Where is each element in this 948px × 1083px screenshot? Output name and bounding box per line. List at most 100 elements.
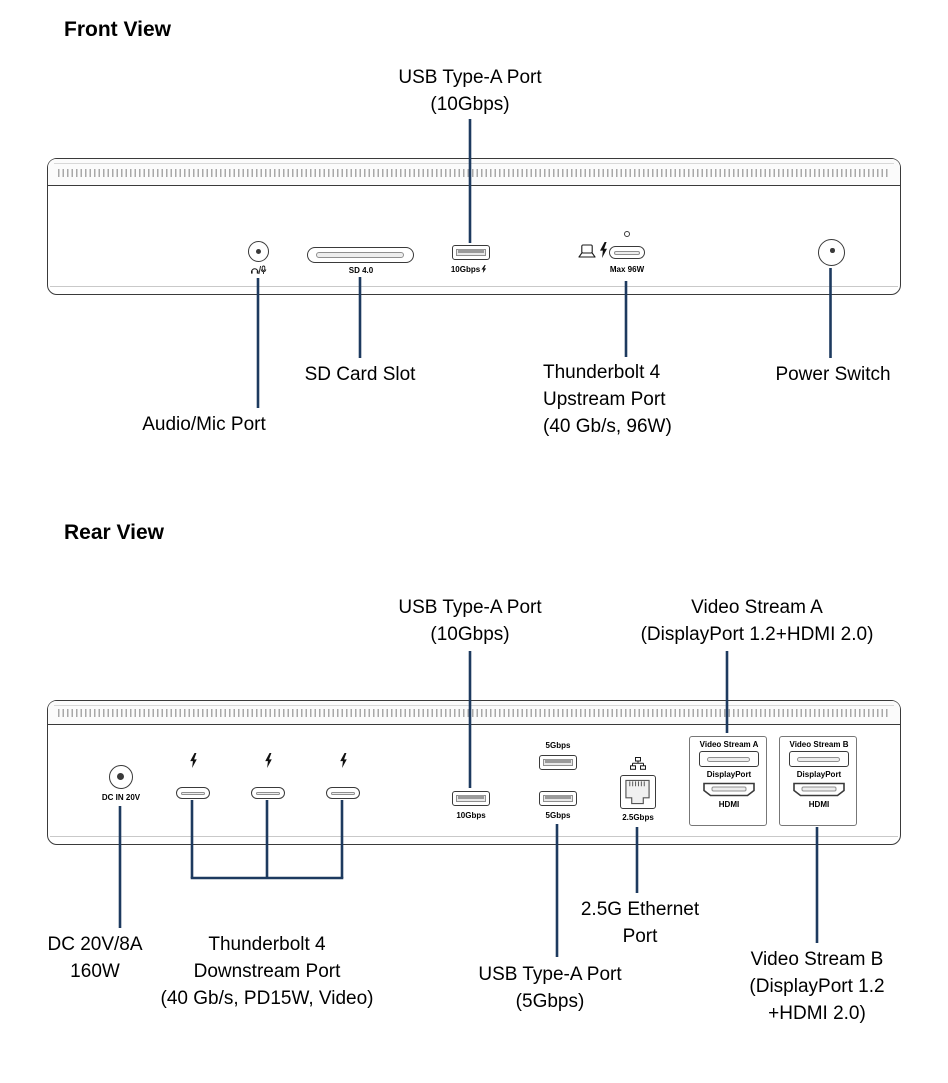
callout-dc-power-line1: DC 20V/8A — [47, 934, 143, 955]
ethernet-port-inner — [625, 779, 650, 804]
front-vent-band — [48, 159, 900, 186]
headphone-mic-icon — [251, 265, 267, 275]
video-stream-a-group: Video Stream A DisplayPort HDMI — [689, 736, 767, 826]
callout-usb5-line2: (5Gbps) — [515, 991, 585, 1012]
rear-view-title: Rear View — [64, 521, 165, 544]
front-usb-a-label-text: 10Gbps — [450, 265, 481, 274]
callout-rear-usb10-line1: USB Type-A Port — [398, 597, 542, 618]
rear-usb-a-10g-port — [452, 791, 490, 806]
audio-mic-port — [248, 241, 269, 262]
tb-downstream-port-2 — [251, 787, 285, 799]
front-tb-upstream-port — [609, 246, 645, 259]
charge-bolt-icon — [481, 265, 487, 273]
video-stream-b-group: Video Stream B DisplayPort HDMI — [779, 736, 857, 826]
vsb-hdmi-port — [793, 782, 845, 797]
front-tb-label: Max 96W — [609, 265, 645, 274]
callout-rear-usb10: USB Type-A Port (10Gbps) — [398, 594, 541, 648]
callout-dc-power: DC 20V/8A 160W — [47, 931, 142, 985]
front-usb-a-port — [452, 245, 490, 260]
callout-video-stream-a-line2: (DisplayPort 1.2+HDMI 2.0) — [640, 624, 874, 645]
callout-tb-upstream-line1: Thunderbolt 4 — [543, 362, 661, 383]
callout-video-stream-a-line1: Video Stream A — [691, 597, 823, 618]
vsb-displayport-label: DisplayPort — [796, 770, 842, 779]
sd-slot-inner — [316, 252, 404, 258]
vsb-displayport-port — [789, 751, 849, 767]
usb-a-5g-bottom-label: 5Gbps — [545, 811, 571, 820]
tb-downstream-port-1-inner — [181, 791, 205, 795]
callout-usb5: USB Type-A Port (5Gbps) — [478, 961, 621, 1015]
power-switch — [818, 239, 845, 266]
dc-in-port — [109, 765, 133, 789]
callout-sd-card-slot: SD Card Slot — [304, 364, 416, 385]
callout-tb-downstream-line1: Thunderbolt 4 — [208, 934, 326, 955]
dc-in-center — [117, 773, 124, 780]
callout-audio-mic-port: Audio/Mic Port — [142, 414, 266, 435]
front-vent-texture — [58, 169, 890, 177]
thunderbolt-icon-2 — [264, 753, 272, 768]
front-usb-a-tongue — [458, 249, 484, 253]
video-stream-a-title: Video Stream A — [699, 740, 759, 749]
front-view-title: Front View — [64, 18, 171, 41]
callout-video-stream-b: Video Stream B (DisplayPort 1.2 +HDMI 2.… — [749, 946, 884, 1027]
callout-front-usb-line1: USB Type-A Port — [398, 67, 542, 88]
sd-card-slot — [307, 247, 414, 263]
sd-slot-label: SD 4.0 — [348, 266, 374, 275]
vsa-hdmi-label: HDMI — [718, 800, 740, 809]
callout-video-stream-b-line1: Video Stream B — [750, 949, 884, 970]
front-base-line — [50, 286, 898, 287]
front-tb-led — [624, 231, 630, 237]
callout-front-usb: USB Type-A Port (10Gbps) — [398, 64, 541, 118]
front-usb-a-label: 10Gbps — [451, 265, 487, 274]
dc-in-label: DC IN 20V — [101, 793, 141, 802]
thunderbolt-icon-front — [600, 242, 607, 258]
callout-tb-downstream-line3: (40 Gb/s, PD15W, Video) — [160, 988, 374, 1009]
vsa-hdmi-port — [703, 782, 755, 797]
vsa-displayport-label: DisplayPort — [706, 770, 752, 779]
vsa-displayport-inner — [707, 756, 750, 762]
callout-tb-downstream: Thunderbolt 4 Downstream Port (40 Gb/s, … — [161, 931, 374, 1012]
callout-tb-downstream-line2: Downstream Port — [193, 961, 341, 982]
tb-downstream-port-1 — [176, 787, 210, 799]
audio-port-center — [256, 249, 261, 254]
callout-video-stream-b-line3: +HDMI 2.0) — [768, 1003, 866, 1024]
callout-tb-upstream-line3: (40 Gb/s, 96W) — [543, 416, 672, 437]
rear-usb-a-10g-label: 10Gbps — [456, 811, 486, 820]
rear-vent-texture — [58, 709, 890, 717]
callout-ethernet-line2: Port — [622, 926, 658, 947]
ethernet-port — [620, 775, 656, 809]
rear-usb-a-10g-tongue — [458, 795, 484, 799]
usb-a-5g-top-port — [539, 755, 577, 770]
video-stream-b-title: Video Stream B — [789, 740, 849, 749]
front-device: SD 4.0 10Gbps Max 96W — [47, 158, 901, 295]
laptop-icon — [578, 244, 596, 258]
callout-usb5-line1: USB Type-A Port — [478, 964, 622, 985]
callout-power-switch: Power Switch — [775, 364, 891, 385]
rear-base-line — [50, 836, 898, 837]
vsb-displayport-inner — [797, 756, 840, 762]
callout-dc-power-line2: 160W — [70, 961, 120, 982]
ethernet-network-icon — [630, 757, 646, 770]
callout-ethernet: 2.5G Ethernet Port — [581, 896, 699, 950]
power-switch-dot — [830, 248, 835, 253]
tb-downstream-port-3-inner — [331, 791, 355, 795]
vsb-hdmi-label: HDMI — [808, 800, 830, 809]
vsa-displayport-port — [699, 751, 759, 767]
usb-a-5g-top-tongue — [545, 759, 571, 763]
callout-front-usb-line2: (10Gbps) — [430, 94, 510, 115]
usb-a-5g-bottom-port — [539, 791, 577, 806]
callout-video-stream-a: Video Stream A (DisplayPort 1.2+HDMI 2.0… — [641, 594, 874, 648]
rear-vent-band — [48, 701, 900, 725]
callout-tb-upstream: Thunderbolt 4 Upstream Port (40 Gb/s, 96… — [543, 359, 672, 440]
thunderbolt-icon-1 — [189, 753, 197, 768]
callout-ethernet-line1: 2.5G Ethernet — [580, 899, 700, 920]
callout-rear-usb10-line2: (10Gbps) — [430, 624, 510, 645]
rear-device: DC IN 20V 10Gbps 5Gbps 5Gbps — [47, 700, 901, 845]
usb-a-5g-top-label: 5Gbps — [545, 741, 571, 750]
front-tb-upstream-inner — [614, 250, 640, 255]
callout-tb-upstream-line2: Upstream Port — [543, 389, 666, 410]
thunderbolt-icon-3 — [339, 753, 347, 768]
usb-a-5g-bottom-tongue — [545, 795, 571, 799]
tb-downstream-port-2-inner — [256, 791, 280, 795]
ethernet-label: 2.5Gbps — [622, 813, 654, 822]
